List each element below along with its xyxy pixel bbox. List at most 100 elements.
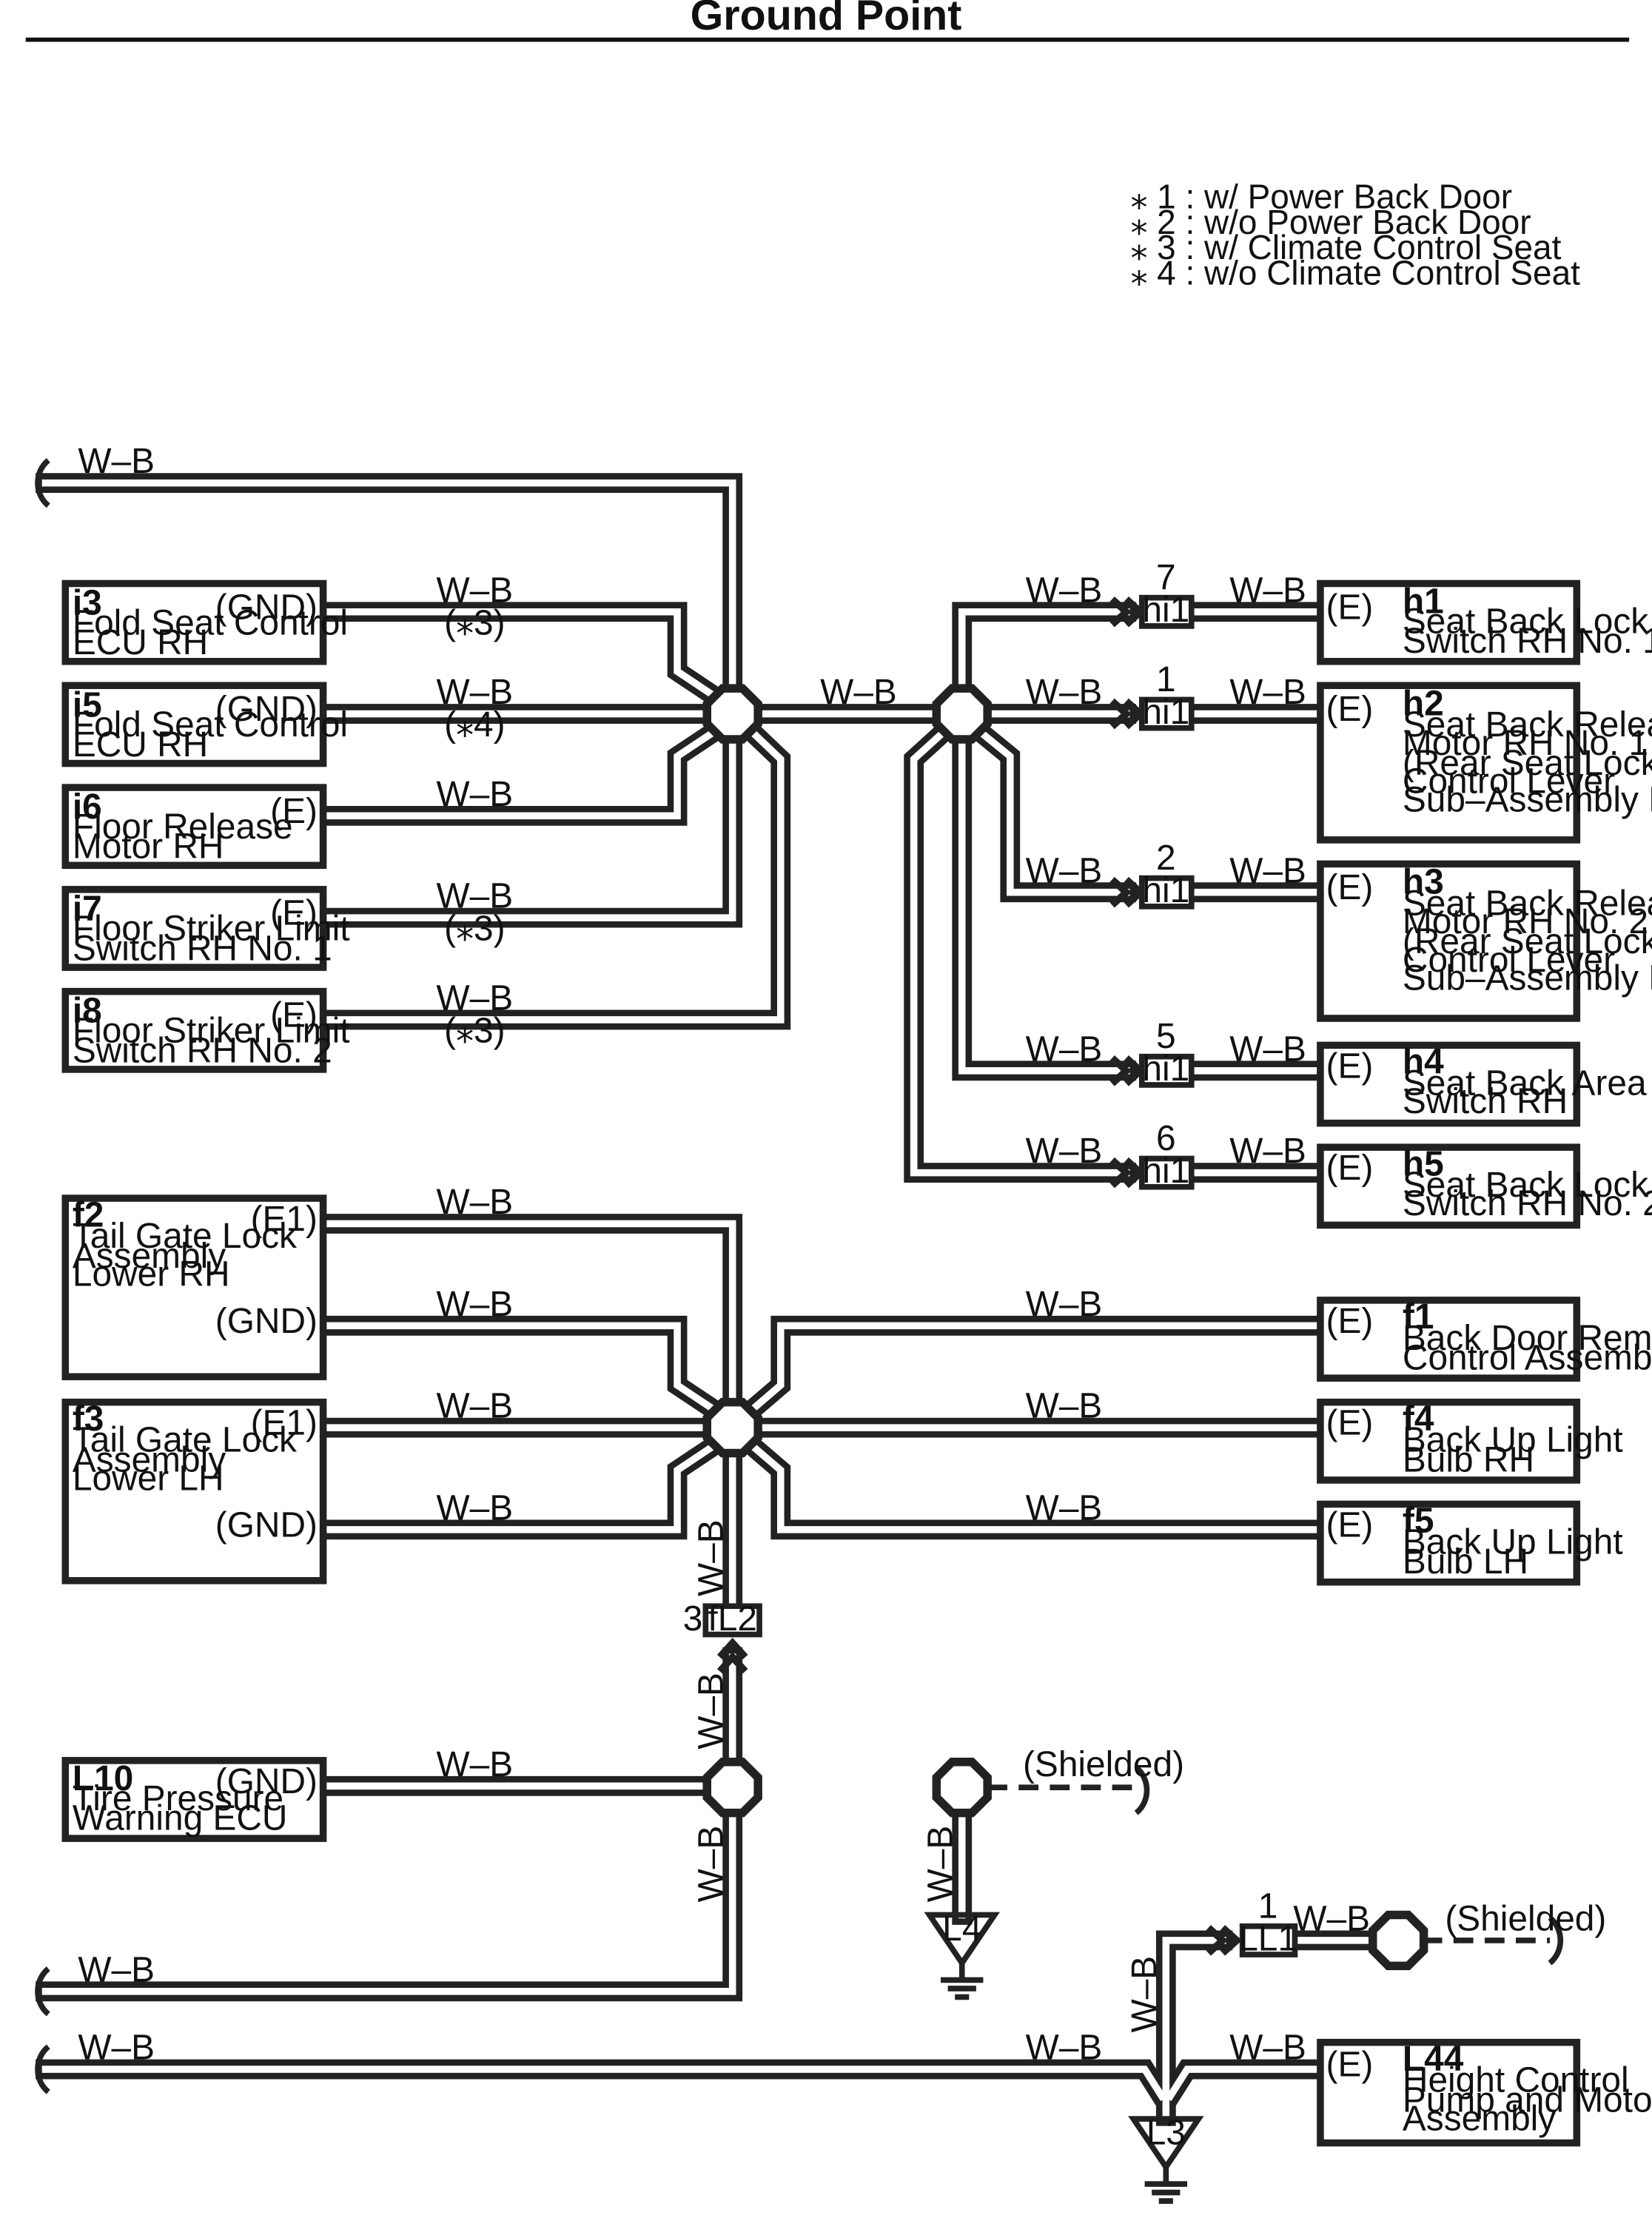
svg-text:Back Up Light: Back Up Light — [1403, 1421, 1623, 1460]
break-marks — [35, 457, 1563, 2094]
svg-text:W–B: W–B — [1229, 571, 1306, 610]
svg-text:W–B: W–B — [1229, 1029, 1306, 1069]
svg-text:W–B: W–B — [1026, 1285, 1103, 1324]
svg-text:W–B: W–B — [1229, 673, 1306, 712]
svg-text:(GND): (GND) — [215, 1505, 318, 1545]
connector-hi1-pin1: hi1 1 — [1109, 660, 1195, 732]
component-h4: h4 Seat Back Area Switch RH (E) — [1317, 1041, 1647, 1127]
page-title: Ground Point — [691, 0, 962, 39]
component-L44: L44 Height Control Pump and Motor Assemb… — [1317, 2038, 1652, 2147]
component-i8: i8 Floor Striker Limit Switch RH No. 2 (… — [61, 987, 350, 1073]
svg-text:W–B: W–B — [691, 1519, 731, 1596]
svg-text:W–B: W–B — [437, 979, 514, 1018]
svg-text:Assembly: Assembly — [1403, 2099, 1556, 2138]
condition-notes: ⁎ 1 : w/ Power Back Door ⁎ 2 : w/o Power… — [1130, 177, 1580, 292]
junction-node-3 — [702, 1397, 762, 1458]
svg-text:Tail Gate Lock: Tail Gate Lock — [73, 1421, 297, 1460]
connector-hi1-pin7: hi1 7 — [1109, 558, 1195, 630]
svg-text:(E): (E) — [1326, 2046, 1374, 2085]
svg-text:W–B: W–B — [1026, 2029, 1103, 2068]
svg-text:hi1: hi1 — [1142, 591, 1189, 630]
svg-text:(Rear Seat Lock: (Rear Seat Lock — [1403, 744, 1652, 783]
component-f5: f5 Back Up Light Bulb LH (E) — [1317, 1500, 1623, 1586]
svg-text:f3: f3 — [73, 1399, 104, 1439]
svg-text:W–B: W–B — [437, 673, 514, 712]
component-i7: i7 Floor Striker Limit Switch RH No. 1 (… — [61, 886, 350, 971]
note-3: ⁎ 3 : w/ Climate Control Seat — [1130, 228, 1561, 266]
svg-text:Seat Back Lock: Seat Back Lock — [1403, 1166, 1648, 1205]
svg-text:L3: L3 — [1146, 2113, 1186, 2152]
svg-text:i3: i3 — [73, 584, 102, 623]
svg-text:(E1): (E1) — [251, 1200, 318, 1239]
svg-text:Back Up Light: Back Up Light — [1403, 1522, 1623, 1562]
svg-text:2: 2 — [1156, 839, 1176, 878]
svg-text:Pump and Motor: Pump and Motor — [1403, 2080, 1652, 2120]
svg-text:Seat Back Area: Seat Back Area — [1403, 1063, 1647, 1103]
svg-text:fL2: fL2 — [708, 1599, 757, 1639]
svg-text:W–B: W–B — [691, 1826, 731, 1903]
component-f2: f2 Tail Gate Lock Assembly Lower RH (E1)… — [61, 1194, 327, 1380]
svg-text:Bulb LH: Bulb LH — [1403, 1542, 1528, 1582]
svg-text:W–B: W–B — [1229, 851, 1306, 890]
svg-text:(E): (E) — [270, 894, 318, 933]
svg-text:Switch RH No. 2: Switch RH No. 2 — [73, 1031, 332, 1070]
svg-text:hi1: hi1 — [1142, 693, 1189, 732]
svg-text:h2: h2 — [1403, 684, 1444, 723]
svg-text:i8: i8 — [73, 992, 102, 1031]
note-4: ⁎ 4 : w/o Climate Control Seat — [1130, 254, 1580, 292]
svg-text:h1: h1 — [1403, 582, 1444, 622]
connector-hi1-pin5: hi1 5 — [1109, 1017, 1195, 1089]
svg-text:Seat Back Lock: Seat Back Lock — [1403, 602, 1648, 641]
svg-text:3: 3 — [683, 1599, 703, 1639]
svg-text:W–B: W–B — [1026, 851, 1103, 890]
component-i3: i3 Fold Seat Control ECU RH (GND) — [61, 579, 348, 665]
svg-text:Assembly: Assembly — [73, 1440, 226, 1479]
svg-text:Motor RH: Motor RH — [73, 827, 224, 867]
svg-text:W–B: W–B — [437, 1285, 514, 1324]
svg-text:W–B: W–B — [1229, 1132, 1306, 1171]
component-h3: h3 Seat Back Release Motor RH No. 2 (Rea… — [1317, 860, 1652, 1022]
svg-text:L10: L10 — [73, 1759, 133, 1798]
connector-hi1-pin6: hi1 6 — [1109, 1119, 1195, 1191]
wires-inner — [41, 479, 1377, 2120]
svg-text:5: 5 — [1156, 1017, 1176, 1056]
svg-text:Motor RH No. 2: Motor RH No. 2 — [1403, 902, 1648, 941]
svg-text:Height Control: Height Control — [1403, 2061, 1629, 2100]
shielded-label-2: (Shielded) — [1445, 1900, 1606, 1939]
svg-text:h3: h3 — [1403, 863, 1444, 902]
svg-text:f2: f2 — [73, 1195, 104, 1234]
svg-text:h5: h5 — [1403, 1144, 1444, 1183]
svg-text:(⁎4): (⁎4) — [444, 705, 505, 745]
svg-text:Control Lever: Control Lever — [1403, 941, 1615, 980]
svg-text:LL1: LL1 — [1238, 1919, 1297, 1958]
svg-text:Control Assembly: Control Assembly — [1403, 1339, 1652, 1378]
svg-text:i6: i6 — [73, 787, 102, 827]
svg-text:i7: i7 — [73, 890, 102, 929]
svg-text:W–B: W–B — [437, 1745, 514, 1784]
svg-text:W–B: W–B — [1026, 1132, 1103, 1171]
svg-text:W–B: W–B — [78, 442, 155, 481]
svg-text:Control Lever: Control Lever — [1403, 762, 1615, 801]
svg-text:(⁎3): (⁎3) — [444, 603, 505, 642]
component-h1: h1 Seat Back Lock Switch RH No. 1 (E) — [1317, 579, 1652, 665]
svg-text:h4: h4 — [1403, 1043, 1444, 1082]
svg-text:Seat Back Release: Seat Back Release — [1403, 705, 1652, 745]
svg-text:(E): (E) — [270, 995, 318, 1035]
svg-text:Switch RH No. 2: Switch RH No. 2 — [1403, 1184, 1652, 1223]
svg-text:Fold Seat Control: Fold Seat Control — [73, 603, 348, 642]
svg-text:(E): (E) — [1326, 1046, 1374, 1086]
svg-text:W–B: W–B — [1026, 1029, 1103, 1069]
svg-text:Switch RH: Switch RH — [1403, 1082, 1568, 1121]
svg-text:Switch RH No. 1: Switch RH No. 1 — [1403, 622, 1652, 661]
svg-text:Assembly: Assembly — [73, 1237, 226, 1276]
svg-text:Back Door Remote: Back Door Remote — [1403, 1319, 1652, 1358]
svg-text:i5: i5 — [73, 685, 102, 725]
svg-text:W–B: W–B — [78, 1950, 155, 1989]
svg-text:Lower RH: Lower RH — [73, 1255, 230, 1294]
component-f4: f4 Back Up Light Bulb RH (E) — [1317, 1398, 1623, 1484]
svg-text:W–B: W–B — [820, 673, 897, 712]
component-f3: f3 Tail Gate Lock Assembly Lower LH (E1)… — [61, 1398, 327, 1584]
svg-text:(E): (E) — [1326, 588, 1374, 627]
svg-text:1: 1 — [1258, 1886, 1278, 1926]
